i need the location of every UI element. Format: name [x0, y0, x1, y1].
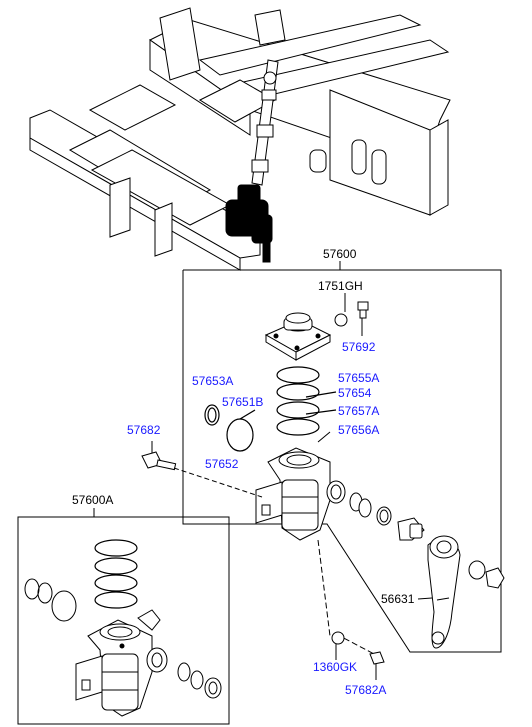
label-57651B[interactable]: 57651B	[222, 395, 264, 409]
part-57692-illustration	[334, 293, 369, 336]
label-57657A[interactable]: 57657A	[338, 404, 380, 418]
gear-housing-illustration	[255, 431, 346, 541]
dashed-alignment-lines	[317, 539, 377, 656]
label-1360GK[interactable]: 1360GK	[313, 660, 358, 674]
label-57652[interactable]: 57652	[205, 457, 239, 471]
label-57655A[interactable]: 57655A	[338, 371, 380, 385]
label-57682A[interactable]: 57682A	[345, 683, 387, 697]
seal-ring-illustrations	[204, 366, 337, 452]
label-57692[interactable]: 57692	[342, 340, 376, 354]
label-1751GH[interactable]: 1751GH	[318, 279, 363, 293]
side-seal-illustrations	[349, 492, 425, 541]
fastener-illustrations	[331, 631, 385, 680]
cover-plate-illustration	[264, 312, 332, 361]
pitman-arm-illustration	[427, 535, 505, 649]
label-57682[interactable]: 57682	[127, 423, 161, 437]
sub-assembly-frame	[17, 508, 230, 725]
label-56631[interactable]: 56631	[381, 592, 415, 606]
bolt-57682-illustration	[141, 441, 263, 498]
label-57654[interactable]: 57654	[338, 386, 372, 400]
label-57600[interactable]: 57600	[323, 247, 357, 261]
main-assembly-frame	[182, 261, 502, 653]
label-57653A[interactable]: 57653A	[192, 374, 234, 388]
label-57656A[interactable]: 57656A	[338, 423, 380, 437]
sub-assembly-illustration	[24, 539, 222, 717]
vehicle-frame-illustration	[29, 7, 451, 271]
steering-gearbox-highlight	[225, 184, 273, 263]
label-57600A[interactable]: 57600A	[72, 493, 114, 507]
steering-column-illustration	[251, 59, 279, 186]
